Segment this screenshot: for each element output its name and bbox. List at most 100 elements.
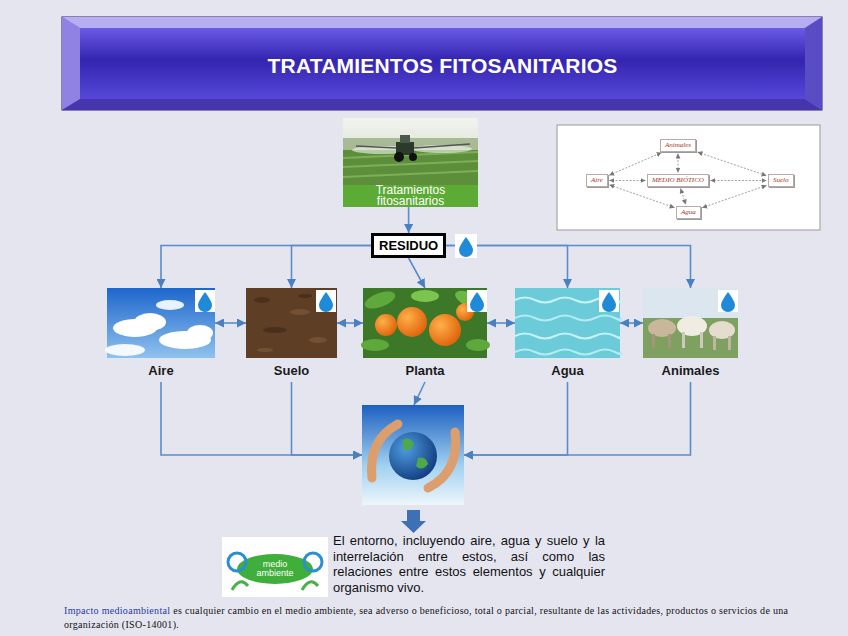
image-box: Animales [643,288,738,382]
water-drop-icon [316,290,336,312]
tractor-photo [394,152,404,162]
water-drop-icon [198,292,212,312]
tractor-photo [343,150,478,185]
water-drop-icon [459,237,473,257]
animals-photo [713,336,716,350]
plant-photo [363,288,398,312]
inset-box: Agua [676,206,701,219]
footnote-term: Impacto medioambiental [64,605,170,616]
inset-label: Suelo [773,176,789,185]
water-photo [515,316,622,321]
water-drop-icon [467,290,487,312]
inset-box: Suelo [768,174,794,187]
image-label: Aire [95,363,227,379]
plant-photo [361,339,389,351]
inset-frame [557,125,820,230]
animals-photo [643,288,738,358]
plant-photo [411,290,439,302]
title-banner [62,17,822,110]
tractor-photo [400,135,410,143]
plant-photo [375,314,397,336]
down-arrow [401,510,426,533]
soil-photo [246,288,337,358]
water-drop-icon [470,292,484,312]
water-drop-icon [721,292,735,312]
flow-arrow [414,382,425,405]
globe-picture [362,405,464,505]
inset-frame [557,125,820,230]
soil-photo [254,297,270,303]
logo-text: medio ambiente [252,560,298,578]
inset-connector [702,185,766,207]
diagram-title: TRATAMIENTOS FITOSANITARIOS [80,52,805,80]
globe-picture [362,405,464,505]
inset-label: Animales [665,141,691,150]
soil-photo [309,337,327,343]
water-drop-icon [455,234,477,258]
title-banner [62,17,822,110]
soil-photo [290,309,310,315]
water-drop-icon [599,290,619,312]
image-label: Suelo [234,363,349,379]
down-arrow [401,510,426,533]
tractor-photo [356,146,396,148]
water-drop-icon [316,290,336,312]
flow-arrow [464,382,568,455]
animals-photo [643,288,738,358]
flow-arrow [161,246,371,289]
flow-arrow [215,322,246,324]
inset-box: MEDIO BIÓTICO [647,174,709,187]
footnote: Impacto medioambientales cualquier cambi… [64,604,820,632]
title-banner [62,17,80,110]
image-box: Aire [107,288,215,382]
water-drop-icon [599,290,619,312]
title-banner [805,17,822,110]
image-box: Planta [363,288,487,382]
water-drop-icon [602,292,616,312]
soil-photo [263,327,287,333]
flow-arrow [487,322,515,324]
soil-photo [246,288,337,358]
flow-arrow [408,207,410,233]
soil-photo [257,348,273,352]
tractor-photo [414,144,470,148]
water-drop-icon [319,292,333,312]
water-photo [515,350,622,355]
globe-picture [389,432,437,480]
environment-logo [228,553,246,571]
environment-definition: El entorno, incluyendo aire, agua y suel… [333,533,605,595]
image-label: Animales [631,363,750,379]
inset-connector [609,185,674,208]
environment-logo [232,582,318,590]
animals-photo [709,321,735,339]
globe-picture [402,439,428,469]
water-drop-icon [718,290,738,312]
environment-logo [222,537,328,597]
water-drop-icon [718,290,738,312]
water-drop-icon [455,234,477,258]
soil-photo [298,294,312,298]
water-photo [515,288,622,358]
inset-box: Aire [586,174,608,187]
air-photo [187,325,213,341]
title-banner [62,99,822,110]
inset-connector [698,152,767,176]
plant-photo [466,339,490,351]
flow-arrow [292,382,363,455]
photo-caption: Tratamientos fitosanitarios [355,185,466,207]
environment-logo [237,554,313,584]
environment-logo [304,553,322,571]
tractor-photo [343,185,478,207]
environment-logo [222,537,328,597]
water-drop-icon [467,290,487,312]
flow-arrow [337,322,363,324]
animals-photo [682,332,685,348]
image-label: Planta [351,363,499,379]
image-box: Agua [515,288,620,382]
air-photo [105,288,215,358]
plant-photo [361,287,490,358]
footnote-text: es cualquier cambio en el medio ambiente… [64,605,788,630]
animals-photo [668,334,671,348]
residue-label: RESIDUO [379,238,438,253]
